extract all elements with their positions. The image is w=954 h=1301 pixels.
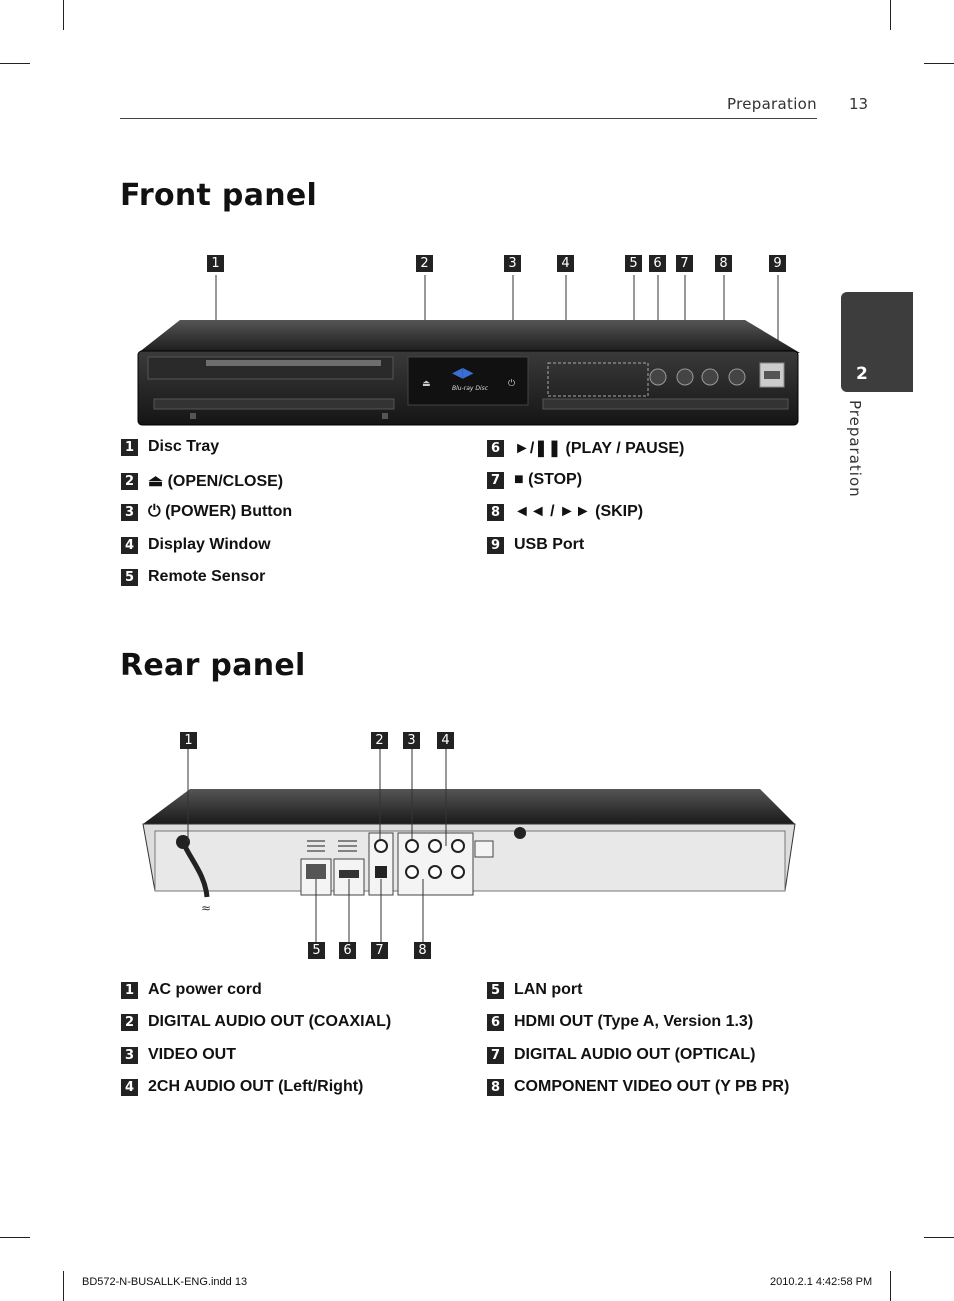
front-callout-8: 8 bbox=[715, 255, 732, 272]
front-legend-item-2: 2⏏ (OPEN/CLOSE) bbox=[121, 471, 283, 491]
front-panel-illustration: ⏏ ⏻ ◀▶ Blu-ray Disc bbox=[137, 275, 800, 426]
front-callout-6: 6 bbox=[649, 255, 666, 272]
rear-callout-2: 2 bbox=[371, 732, 388, 749]
rear-panel-illustration: ≈ bbox=[142, 749, 796, 942]
crop-mark bbox=[63, 1271, 64, 1301]
front-callout-4: 4 bbox=[557, 255, 574, 272]
rear-callout-5: 5 bbox=[308, 942, 325, 959]
svg-text:⏏: ⏏ bbox=[422, 379, 431, 389]
crop-mark bbox=[890, 1271, 891, 1301]
front-panel-title: Front panel bbox=[120, 178, 318, 213]
front-callout-5: 5 bbox=[625, 255, 642, 272]
chapter-tab-number: 2 bbox=[856, 364, 868, 384]
crop-mark bbox=[0, 1237, 30, 1238]
svg-text:◀▶: ◀▶ bbox=[452, 365, 474, 381]
rear-callout-7: 7 bbox=[371, 942, 388, 959]
svg-text:≈: ≈ bbox=[201, 901, 211, 915]
front-legend-item-3: 3⏻ (POWER) Button bbox=[121, 503, 292, 521]
front-callout-3: 3 bbox=[504, 255, 521, 272]
front-callout-2: 2 bbox=[416, 255, 433, 272]
rear-callout-1: 1 bbox=[180, 732, 197, 749]
svg-text:Blu-ray Disc: Blu-ray Disc bbox=[452, 385, 489, 392]
crop-mark bbox=[890, 0, 891, 30]
chapter-tab bbox=[841, 292, 913, 392]
front-callout-1: 1 bbox=[207, 255, 224, 272]
page-number: 13 bbox=[849, 95, 869, 113]
running-header-section: Preparation bbox=[727, 95, 817, 113]
rear-callout-8: 8 bbox=[414, 942, 431, 959]
rear-callout-3: 3 bbox=[403, 732, 420, 749]
rear-callout-6: 6 bbox=[339, 942, 356, 959]
svg-text:⏻: ⏻ bbox=[508, 378, 515, 389]
footer-timestamp: 2010.2.1 4:42:58 PM bbox=[770, 1276, 873, 1288]
header-rule bbox=[120, 118, 817, 119]
front-legend-item-7: 7■ (STOP) bbox=[487, 471, 582, 489]
rear-callout-4: 4 bbox=[437, 732, 454, 749]
rear-panel-title: Rear panel bbox=[120, 648, 306, 683]
front-legend-item-6: 6►/❚❚ (PLAY / PAUSE) bbox=[487, 438, 684, 458]
footer-file-info: BD572-N-BUSALLK-ENG.indd 13 bbox=[82, 1276, 248, 1288]
front-callout-9: 9 bbox=[769, 255, 786, 272]
crop-mark bbox=[924, 1237, 954, 1238]
chapter-tab-label: Preparation bbox=[846, 400, 864, 498]
crop-mark bbox=[0, 63, 30, 64]
crop-mark bbox=[924, 63, 954, 64]
front-callout-7: 7 bbox=[676, 255, 693, 272]
front-legend-item-8: 8◄◄ / ►► (SKIP) bbox=[487, 503, 643, 521]
crop-mark bbox=[63, 0, 64, 30]
